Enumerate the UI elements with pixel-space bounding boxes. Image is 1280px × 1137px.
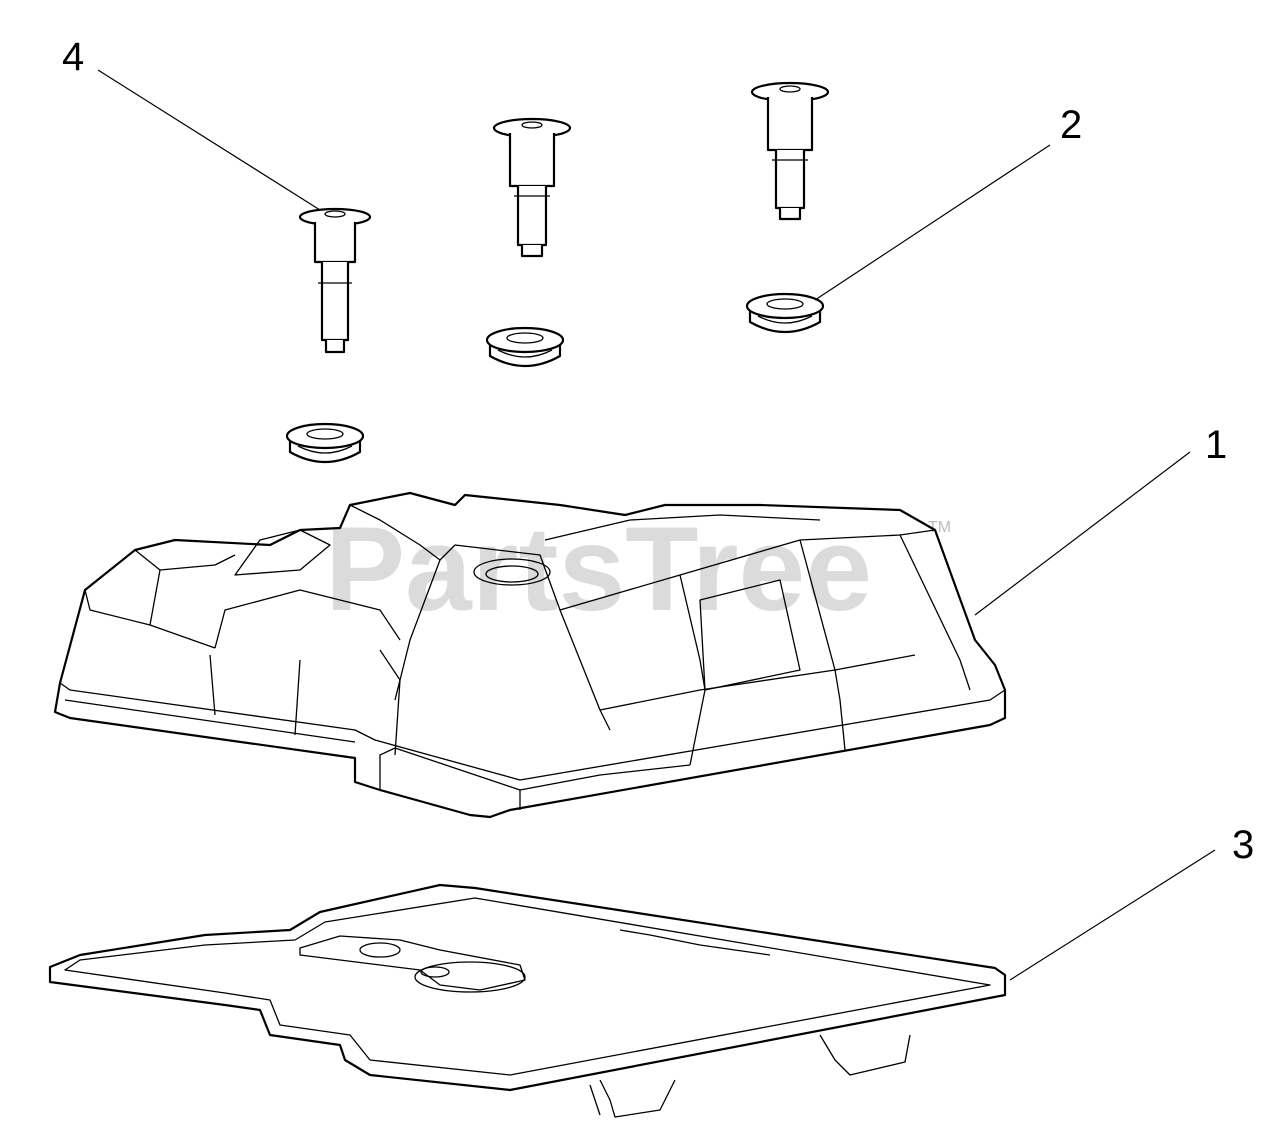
leader-lines — [97, 69, 1216, 981]
bolt-right — [750, 81, 830, 221]
watermark-text: PartsTree — [325, 502, 872, 636]
gasket — [48, 883, 1007, 1118]
callouts: 4 2 1 3 — [62, 35, 1254, 867]
watermark: PartsTree TM — [325, 502, 951, 636]
callout-1: 1 — [1205, 423, 1227, 467]
leader-3 — [1009, 849, 1216, 981]
grommet-center — [485, 326, 565, 367]
grommet-right — [745, 292, 825, 333]
callout-4: 4 — [62, 35, 84, 79]
leader-2 — [814, 144, 1051, 301]
valve-cover — [53, 491, 1007, 819]
watermark-trademark: TM — [928, 519, 951, 536]
callout-2: 2 — [1060, 103, 1082, 147]
leader-1 — [974, 451, 1191, 616]
bolt-left — [298, 207, 372, 354]
bolt-center — [492, 117, 572, 258]
callout-3: 3 — [1232, 823, 1254, 867]
grommet-left — [285, 422, 365, 463]
leader-4 — [97, 69, 321, 211]
